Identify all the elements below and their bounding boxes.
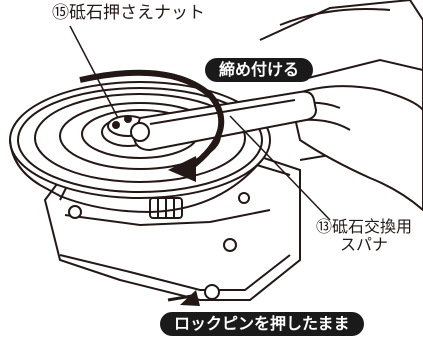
nut-leader-line (69, 25, 119, 119)
spanner-label-line2: スパナ (340, 235, 389, 255)
leader-lines (69, 25, 331, 221)
lock-pin-badge: ロックピンを押したまま (160, 312, 364, 336)
nut-label: ⑮砥石押さえナット (52, 3, 205, 23)
tighten-badge: 締め付ける (205, 58, 314, 82)
spanner-label-line1: ⑬砥石交換用 (316, 217, 413, 236)
tighten-arrow (79, 69, 225, 182)
spanner-label: ⑬砥石交換用 スパナ (316, 217, 413, 255)
hand-shape (288, 85, 423, 212)
lock-pin-arrow (167, 290, 200, 306)
spanner-leader-line (229, 115, 331, 221)
